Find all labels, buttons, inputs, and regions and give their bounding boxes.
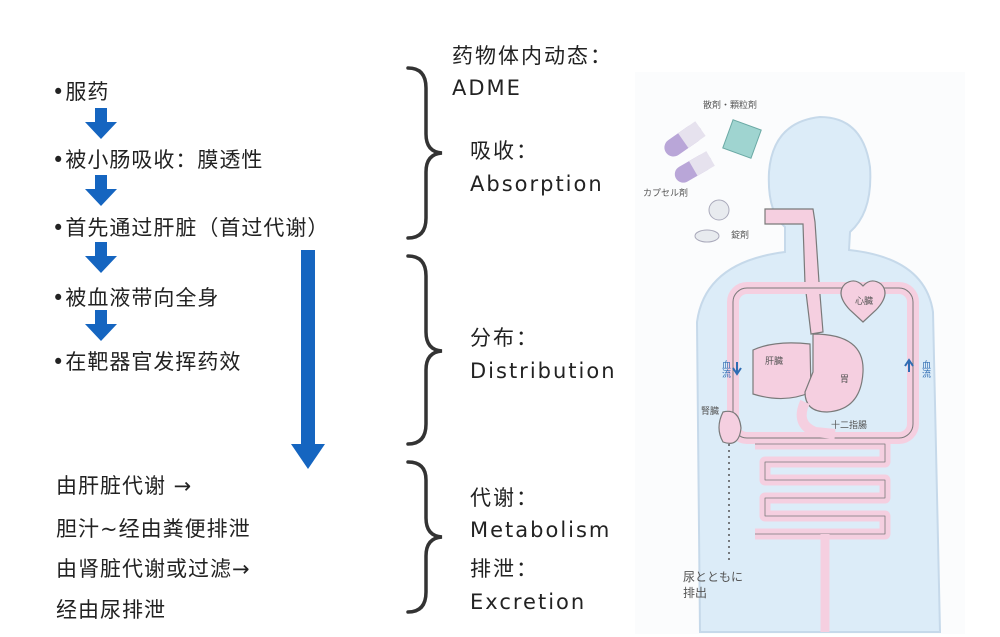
down-arrow-icon — [85, 108, 117, 139]
tablet-label: 錠剤 — [731, 231, 750, 241]
excretion-label-en: Excretion — [470, 590, 587, 614]
absorption-brace — [406, 66, 443, 240]
duodenum-label: 十二指腸 — [831, 421, 868, 431]
blood-flow-left-label: 血流 — [720, 360, 730, 378]
powder-label: 散剤・顆粒剤 — [703, 101, 758, 111]
capsule-label: カプセル剤 — [643, 189, 689, 199]
down-arrow-icon — [85, 310, 117, 341]
bile-excretion-line: 胆汁~经由粪便排泄 — [56, 517, 251, 541]
adme-acronym: ADME — [452, 76, 522, 100]
absorption-label-en: Absorption — [470, 172, 604, 196]
metabolism-excretion-brace — [406, 460, 443, 614]
step-first-pass-liver: •首先通过肝脏（首过代谢） — [52, 216, 330, 240]
distribution-brace — [406, 254, 443, 446]
step-target-organ-effect: •在靶器官发挥药效 — [52, 350, 242, 374]
absorption-label-cn: 吸收： — [470, 139, 539, 163]
blood-flow-right-label: 血流 — [920, 360, 930, 378]
adme-heading: 药物体内动态： — [452, 44, 613, 68]
urine-excretion-label-line1: 尿とともに — [683, 570, 744, 584]
down-arrow-icon — [85, 242, 117, 273]
excretion-label-cn: 排泄： — [470, 557, 539, 581]
urine-excretion-label-line2: 排出 — [683, 586, 708, 600]
metabolism-label-cn: 代谢： — [470, 486, 539, 510]
down-arrow-icon — [85, 175, 117, 206]
urine-excretion-line: 经由尿排泄 — [56, 598, 166, 622]
step-blood-circulation: •被血液带向全身 — [52, 286, 220, 310]
step-small-intestine-absorption: •被小肠吸收：膜透性 — [52, 148, 264, 172]
kidney-metabolism-line: 由肾脏代谢或过滤→ — [56, 557, 251, 581]
body-illustration: 散剤・顆粒剤 カプセル剤 錠剤 心臓 肝臓 胃 十二指腸 腎臓 血流 血流 尿と… — [635, 72, 965, 634]
kidney-label: 腎臓 — [701, 407, 720, 417]
heart-label: 心臓 — [855, 297, 874, 307]
metabolism-label-en: Metabolism — [470, 518, 612, 542]
distribution-label-en: Distribution — [470, 359, 617, 383]
stomach-label: 胃 — [840, 375, 850, 385]
long-down-arrow-icon — [291, 250, 325, 469]
liver-metabolism-line: 由肝脏代谢 → — [56, 474, 193, 498]
distribution-label-cn: 分布： — [470, 326, 539, 350]
liver-label: 肝臓 — [765, 357, 784, 367]
step-take-medicine: •服药 — [52, 80, 110, 104]
body-drawing — [635, 72, 965, 634]
